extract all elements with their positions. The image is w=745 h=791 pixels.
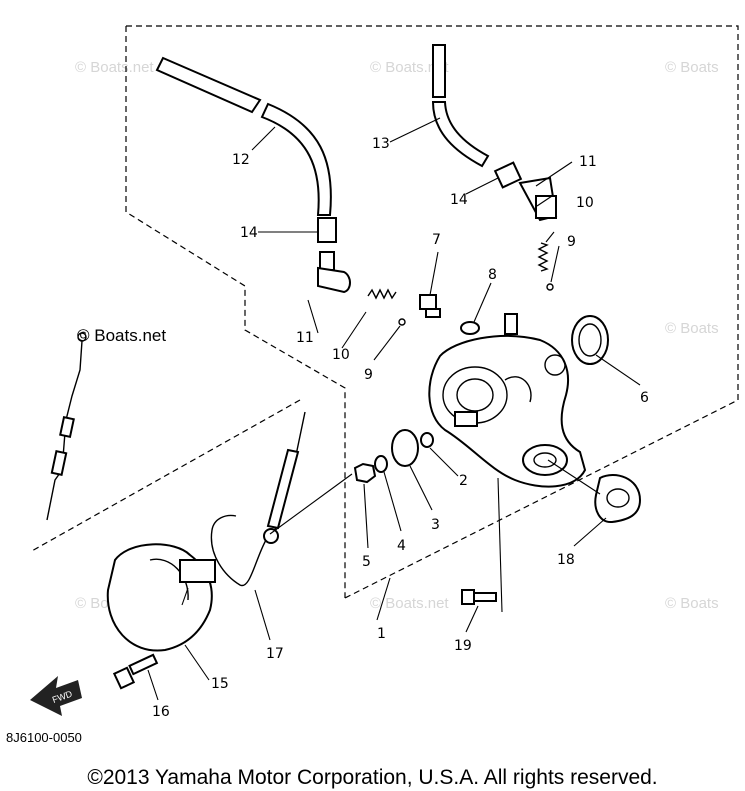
joint-14 — [317, 217, 337, 243]
ball-9 — [398, 318, 406, 326]
screw-7 — [419, 294, 441, 318]
callout-label: 13 — [372, 136, 390, 152]
callout-label: 3 — [431, 517, 440, 533]
oil-seal-6 — [571, 315, 609, 365]
fwd-arrow: FWD — [30, 676, 82, 716]
watermark: © Boats.net — [370, 59, 449, 76]
callout-label: 16 — [152, 704, 170, 720]
callout-label: 17 — [266, 646, 284, 662]
callout-label: 9 — [567, 234, 576, 250]
hose-13 — [431, 44, 490, 168]
callouts: 12 13 11 14 14 10 9 7 8 11 10 9 6 2 3 4 … — [152, 136, 649, 720]
washer-8 — [460, 321, 480, 335]
callout-label: 5 — [362, 554, 371, 570]
callout-label: 10 — [576, 195, 594, 211]
callout-label: 10 — [332, 347, 350, 363]
callout-label: 4 — [397, 538, 406, 554]
elbow-fitting-11 — [518, 176, 558, 222]
watermark: © Boats — [665, 59, 719, 76]
cover-15 — [106, 543, 216, 652]
callout-label: 6 — [640, 390, 649, 406]
cable-upper — [46, 332, 87, 521]
nut-5 — [353, 462, 377, 484]
watermark: © Boats.net — [75, 59, 154, 76]
spring-10 — [367, 242, 549, 300]
dashed-boundary — [29, 25, 739, 599]
hose-12 — [155, 56, 332, 216]
callout-label: 8 — [488, 267, 497, 283]
gasket-18 — [594, 474, 642, 524]
copyright-notice: ©2013 Yamaha Motor Corporation, U.S.A. A… — [87, 766, 658, 789]
callout-label: 12 — [232, 152, 250, 168]
watermark: © Boats — [665, 320, 719, 337]
callout-label: 14 — [450, 192, 468, 208]
callout-label: 14 — [240, 225, 258, 241]
watermark: © Boats — [665, 595, 719, 612]
plate-3 — [391, 429, 419, 467]
cable-17 — [210, 411, 306, 587]
callout-label: 1 — [377, 626, 386, 642]
joint-14 — [493, 161, 523, 189]
ball-9 — [546, 283, 554, 291]
callout-label: 7 — [432, 232, 441, 248]
brand-watermark: © Boats.net — [77, 326, 166, 345]
watermark: © Boats.net — [370, 595, 449, 612]
leader-lines — [147, 117, 641, 701]
catalog-code: 8J6100-0050 — [6, 730, 82, 745]
callout-label: 2 — [459, 473, 468, 489]
watermarks: © Boats.net © Boats.net © Boats © Boats … — [75, 59, 719, 612]
bolt-16 — [112, 653, 159, 690]
callout-label: 15 — [211, 676, 229, 692]
callout-label: 11 — [296, 330, 314, 346]
callout-label: 18 — [557, 552, 575, 568]
oil-pump-body-1 — [428, 313, 587, 488]
washer-4 — [374, 455, 388, 473]
callout-label: 11 — [579, 154, 597, 170]
elbow-fitting-11 — [317, 251, 351, 294]
bolt-19 — [461, 589, 497, 605]
ring-2 — [420, 432, 434, 448]
callout-label: 9 — [364, 367, 373, 383]
callout-label: 19 — [454, 638, 472, 654]
